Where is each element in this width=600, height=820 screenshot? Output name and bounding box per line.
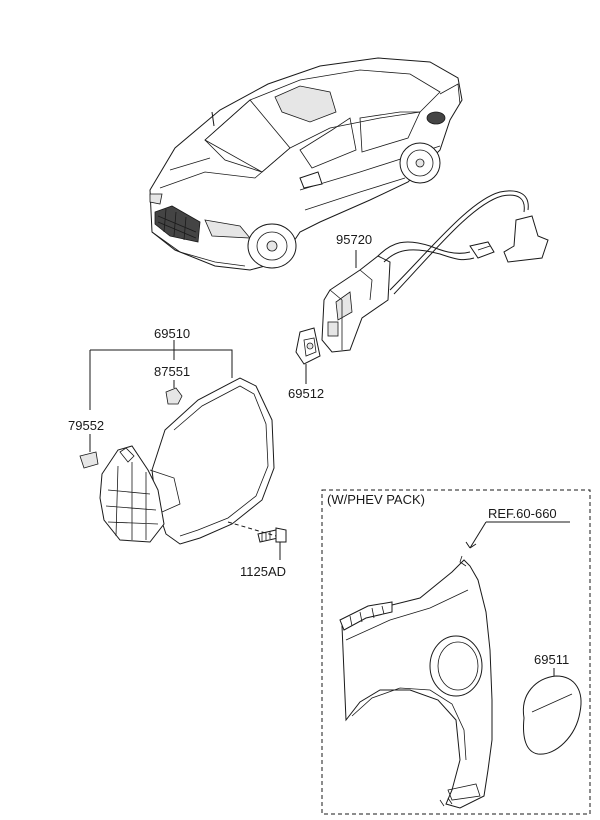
fuel-door-seal-69512 — [295, 327, 321, 365]
inset-frame — [321, 489, 591, 815]
callout-79552: 79552 — [68, 418, 104, 433]
callout-95720: 95720 — [336, 232, 372, 247]
clip-79552 — [79, 451, 99, 469]
ref-label: REF.60-660 — [488, 506, 557, 521]
inset-title: (W/PHEV PACK) — [327, 492, 425, 507]
callout-1125AD: 1125AD — [240, 564, 286, 579]
callout-69511: 69511 — [534, 652, 569, 667]
leader-lines — [89, 250, 357, 560]
callout-87551: 87551 — [154, 364, 190, 379]
callout-69512: 69512 — [288, 386, 324, 401]
fuel-door-assembly-69510 — [99, 377, 275, 545]
rubber-bumper-87551 — [165, 387, 183, 405]
car-illustration — [149, 57, 463, 271]
fuel-door-actuator-95720 — [321, 190, 549, 353]
bolt-1125AD — [227, 521, 287, 543]
callout-69510: 69510 — [154, 326, 190, 341]
phev-pack-inset: (W/PHEV PACK) REF.60-660 69511 — [321, 489, 591, 815]
